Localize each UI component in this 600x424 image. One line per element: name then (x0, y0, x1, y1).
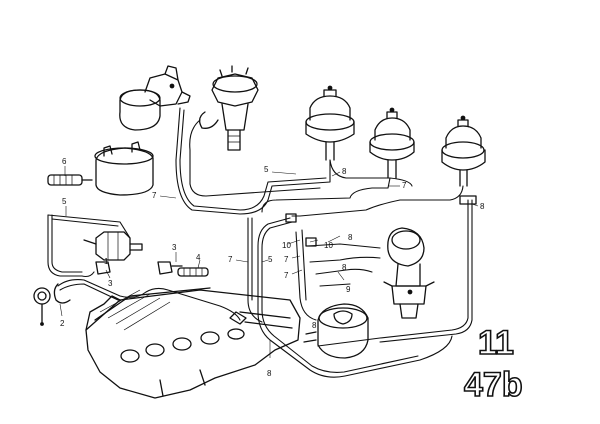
callout-7-top: 7 (152, 191, 157, 200)
control-unit-canister (303, 303, 369, 359)
callout-7-midleft: 7 (228, 255, 233, 264)
hose-part-3 (157, 261, 183, 275)
callout-5-top: 5 (264, 165, 269, 174)
callout-5-mid: 5 (268, 255, 273, 264)
callout-4: 4 (196, 253, 201, 262)
callout-9: 9 (346, 285, 351, 294)
injection-pump-unit (119, 65, 191, 131)
callout-8-low: 8 (342, 263, 347, 272)
callout-7-low: 7 (284, 271, 289, 280)
pressure-regulator-right (441, 115, 486, 187)
hose-connector-icon (53, 261, 111, 304)
callout-10-b: 10 (324, 241, 333, 250)
callout-labels: 6 5 1 3 2 3 4 7 5 8 7 8 7 5 10 7 7 8 10 … (60, 157, 485, 378)
sheet-page-number: 47b (464, 366, 523, 404)
callout-8-mid: 8 (348, 233, 353, 242)
vacuum-hoses (47, 107, 477, 378)
sheet-reference: 11 47b (463, 323, 523, 405)
hose-clamp-icon (33, 287, 51, 326)
callout-8-bottom: 8 (267, 369, 272, 378)
callout-1: 1 (104, 257, 109, 266)
hose-part-4 (177, 267, 209, 277)
leader-lines (59, 166, 479, 358)
fuel-filter (94, 141, 154, 196)
intake-manifold (85, 287, 301, 399)
callout-7-right: 7 (402, 181, 407, 190)
pressure-regulator-center (369, 107, 415, 179)
callout-2: 2 (60, 319, 65, 328)
pressure-regulator-left (305, 85, 355, 161)
callout-10-a: 10 (282, 241, 291, 250)
callout-3-mid: 3 (172, 243, 177, 252)
callout-7-mid: 7 (284, 255, 289, 264)
callout-8-top: 8 (342, 167, 347, 176)
sheet-group-number: 11 (478, 324, 514, 362)
callout-8-right: 8 (480, 202, 485, 211)
hose-part-6 (47, 174, 93, 186)
callout-8-low2: 8 (312, 321, 317, 330)
callout-6-hose: 6 (62, 157, 67, 166)
callout-5-left: 5 (62, 197, 67, 206)
auxiliary-air-valve (383, 227, 435, 319)
callout-3-left: 3 (108, 279, 113, 288)
distributor (198, 65, 259, 151)
check-valve-part-1 (83, 231, 143, 261)
